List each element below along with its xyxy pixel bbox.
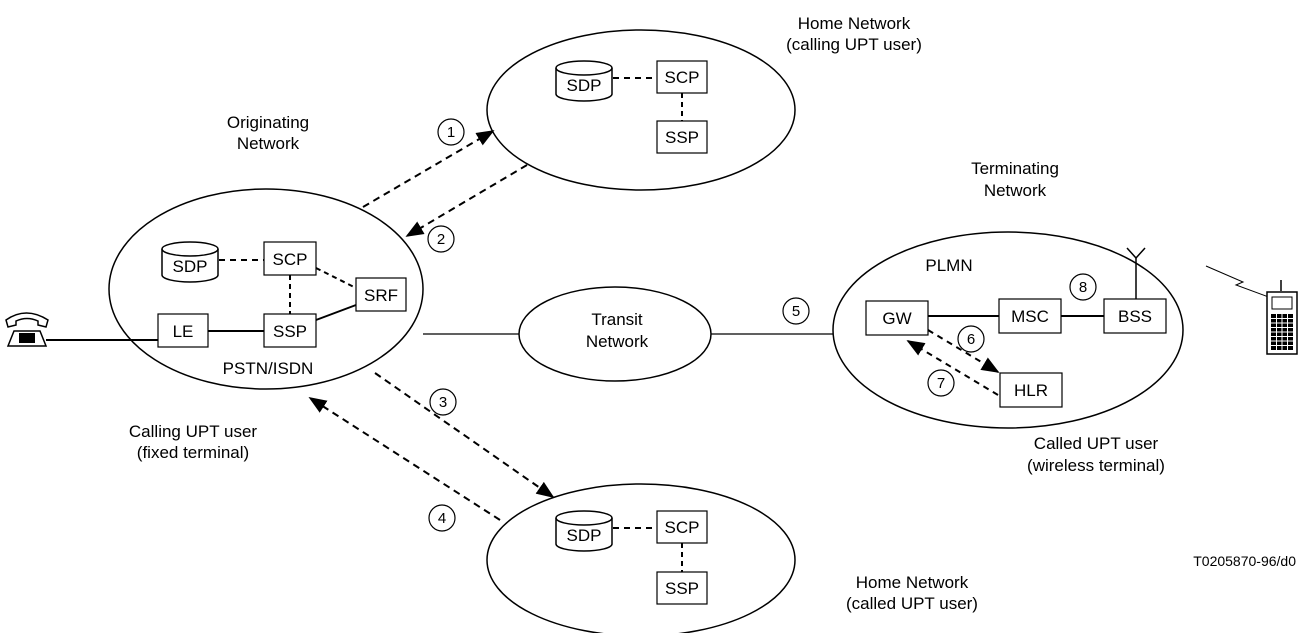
svg-text:2: 2 — [437, 231, 445, 248]
originating-srf: SRF — [355, 277, 407, 312]
svg-text:3: 3 — [439, 394, 447, 411]
svg-text:5: 5 — [792, 303, 800, 320]
svg-text:4: 4 — [438, 510, 446, 527]
telephone-icon — [5, 312, 49, 347]
calling-user-label-2: (fixed terminal) — [137, 443, 249, 462]
home-calling-title-1: Home Network — [798, 14, 911, 33]
home-called-sdp-label: SDP — [567, 526, 602, 545]
home-called-title-1: Home Network — [856, 573, 969, 592]
figure-reference: T0205870-96/d0 — [1193, 553, 1296, 569]
called-user-label-1: Called UPT user — [1034, 434, 1159, 453]
transit-network: Transit Network — [518, 286, 712, 382]
terminating-bss: BSS — [1103, 298, 1167, 334]
terminating-hlr-label: HLR — [1014, 381, 1048, 400]
home-calling-title-2: (calling UPT user) — [786, 35, 922, 54]
home-called-title-2: (called UPT user) — [846, 594, 978, 613]
step-3: 3 — [429, 388, 457, 416]
originating-title-2: Network — [237, 134, 300, 153]
home-called-scp-label: SCP — [665, 518, 700, 537]
svg-text:8: 8 — [1079, 279, 1087, 296]
svg-text:6: 6 — [967, 331, 975, 348]
home-calling-sdp: SDP — [555, 60, 613, 102]
pstn-isdn-label: PSTN/ISDN — [223, 359, 314, 378]
arrow-2 — [405, 164, 528, 237]
arrow-4 — [308, 397, 501, 521]
step-7: 7 — [927, 369, 955, 397]
terminating-title-2: Network — [984, 181, 1047, 200]
terminating-msc: MSC — [998, 298, 1062, 334]
originating-scp-label: SCP — [273, 250, 308, 269]
terminating-gw-label: GW — [882, 309, 911, 328]
originating-sdp-label: SDP — [173, 257, 208, 276]
mobile-phone-icon — [1266, 280, 1298, 355]
home-calling-scp: SCP — [656, 60, 708, 94]
step-1: 1 — [437, 118, 465, 146]
arrow-3 — [374, 372, 555, 499]
svg-text:1: 1 — [447, 124, 455, 141]
terminating-network: PLMN GW MSC BSS HLR — [832, 231, 1184, 429]
antenna-icon — [1126, 247, 1146, 299]
home-network-called-ellipse — [486, 483, 796, 633]
plmn-label: PLMN — [925, 256, 972, 275]
calling-user-label-1: Calling UPT user — [129, 422, 258, 441]
terminating-hlr: HLR — [999, 372, 1063, 408]
step-8: 8 — [1069, 273, 1097, 301]
transit-label-2: Network — [586, 332, 649, 351]
originating-network: SDP SCP SRF LE SSP PSTN/ISDN — [108, 188, 424, 390]
home-network-calling-ellipse — [486, 29, 796, 191]
transit-label-1: Transit — [591, 310, 643, 329]
home-network-calling: SDP SCP SSP — [486, 29, 796, 191]
home-calling-scp-label: SCP — [665, 68, 700, 87]
home-called-ssp: SSP — [656, 571, 708, 605]
originating-ssp-label: SSP — [273, 322, 307, 341]
home-called-sdp: SDP — [555, 510, 613, 552]
arrow-1 — [362, 130, 495, 208]
terminating-msc-label: MSC — [1011, 307, 1049, 326]
originating-title-1: Originating — [227, 113, 309, 132]
home-called-ssp-label: SSP — [665, 579, 699, 598]
originating-scp: SCP — [263, 241, 317, 276]
home-calling-sdp-label: SDP — [567, 76, 602, 95]
terminating-gw: GW — [865, 300, 929, 336]
originating-sdp: SDP — [161, 241, 219, 283]
originating-le-label: LE — [173, 322, 194, 341]
originating-le: LE — [157, 313, 209, 348]
terminating-title-1: Terminating — [971, 159, 1059, 178]
step-4: 4 — [428, 504, 456, 532]
home-called-scp: SCP — [656, 510, 708, 544]
terminating-network-ellipse — [832, 231, 1184, 429]
originating-network-ellipse — [108, 188, 424, 390]
terminating-bss-label: BSS — [1118, 307, 1152, 326]
step-6: 6 — [957, 325, 985, 353]
home-network-called: SDP SCP SSP — [486, 483, 796, 633]
called-user-label-2: (wireless terminal) — [1027, 456, 1165, 475]
home-calling-ssp-label: SSP — [665, 128, 699, 147]
originating-srf-label: SRF — [364, 286, 398, 305]
step-2: 2 — [427, 225, 455, 253]
svg-text:7: 7 — [937, 375, 945, 392]
step-5: 5 — [782, 297, 810, 325]
home-calling-ssp: SSP — [656, 120, 708, 154]
originating-ssp: SSP — [263, 313, 317, 348]
